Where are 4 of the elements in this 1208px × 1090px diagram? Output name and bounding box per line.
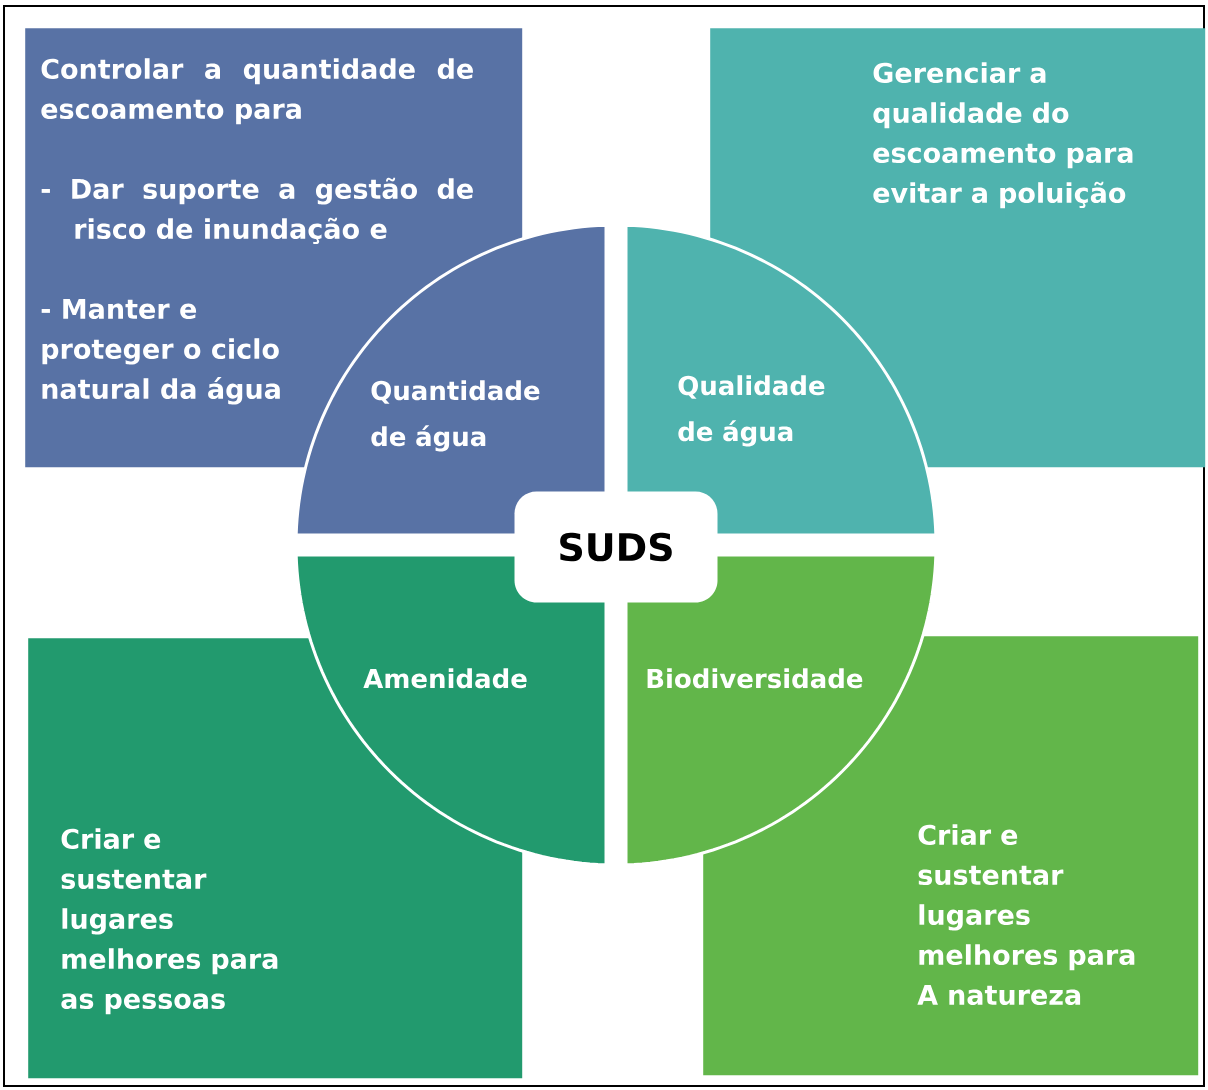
node-label: Gerenciar a qualidade do escoamento para evitar a poluição <box>873 62 1133 209</box>
node-label: Controlar a quantidade de escoamento para <box>41 58 473 125</box>
node-label: - Manter e proteger o ciclo natural da água <box>41 299 280 405</box>
center-label: SUDS <box>514 491 718 603</box>
